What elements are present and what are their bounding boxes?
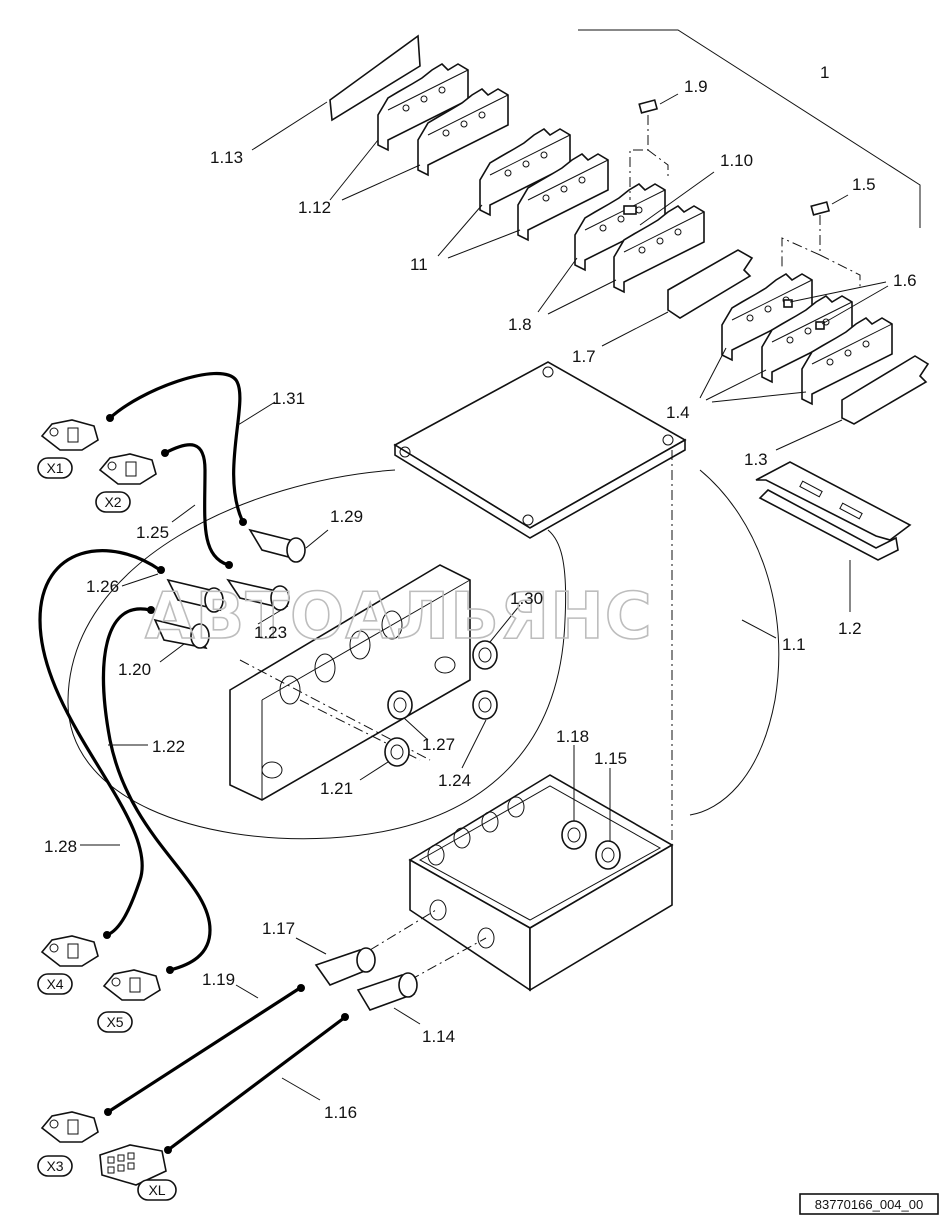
cables (38, 371, 349, 1154)
part-1-3-end-plate (775, 355, 930, 451)
part-cable-glands (153, 528, 329, 663)
label-1-31: 1.31 (272, 389, 305, 408)
connector-tags: X1 X2 X4 X5 X3 XL (37, 457, 177, 1201)
label-1-24: 1.24 (438, 771, 471, 790)
label-1-21: 1.21 (320, 779, 353, 798)
part-nuts (359, 604, 521, 781)
watermark: АВТОАЛЬЯНС (145, 580, 653, 654)
drawing-reference: 83770166_004_00 (799, 1193, 939, 1215)
label-1-16: 1.16 (324, 1103, 357, 1122)
part-1-13-plate (251, 34, 421, 151)
label-1-15: 1.15 (594, 749, 627, 768)
label-1-1: 1.1 (782, 635, 806, 654)
part-1-9-jumper (623, 93, 715, 226)
label-1-29: 1.29 (330, 507, 363, 526)
part-cover-plate (393, 361, 777, 840)
label-1-19: 1.19 (202, 970, 235, 989)
label-1-22: 1.22 (152, 737, 185, 756)
cable-1-28 (38, 549, 161, 937)
label-1-12: 1.12 (298, 198, 331, 217)
group-outline-right (689, 469, 780, 816)
tag-x3: X3 (46, 1158, 63, 1174)
cable-1-31 (108, 371, 244, 521)
part-1-4-terminal-blocks (699, 272, 893, 406)
label-1-17: 1.17 (262, 919, 295, 938)
cable-1-16 (167, 1016, 345, 1152)
label-1-26: 1.26 (86, 577, 119, 596)
label-1-18: 1.18 (556, 727, 589, 746)
label-1-30: 1.30 (510, 589, 543, 608)
part-11-terminal-blocks (437, 127, 609, 259)
part-mounting-panel (229, 564, 471, 801)
label-1-28: 1.28 (44, 837, 77, 856)
cable-1-19 (107, 986, 301, 1114)
label-1-6: 1.6 (893, 271, 917, 290)
part-cable-glands-lower (295, 937, 421, 1025)
tag-x5: X5 (106, 1014, 123, 1030)
part-1-7-end-plate (601, 249, 754, 347)
drawing-reference-number: 83770166_004_00 (815, 1197, 923, 1212)
label-1-5: 1.5 (852, 175, 876, 194)
label-1-27: 1.27 (422, 735, 455, 754)
cable-1-22 (101, 607, 212, 972)
tag-x1: X1 (46, 460, 63, 476)
label-1-8: 1.8 (508, 315, 532, 334)
part-1-12-terminal-blocks (329, 62, 509, 201)
label-1-25: 1.25 (136, 523, 169, 542)
label-1-20: 1.20 (118, 660, 151, 679)
connector-plugs (40, 419, 167, 1186)
tag-xl: XL (148, 1182, 165, 1198)
part-1-2-din-rail (755, 461, 912, 612)
label-1-2: 1.2 (838, 619, 862, 638)
group-outline (67, 469, 567, 840)
label-1: 1 (820, 63, 829, 82)
label-1-7: 1.7 (572, 347, 596, 366)
label-1-14: 1.14 (422, 1027, 455, 1046)
tag-x4: X4 (46, 976, 63, 992)
tag-x2: X2 (104, 494, 121, 510)
label-1-4: 1.4 (666, 403, 690, 422)
label-1-10: 1.10 (720, 151, 753, 170)
assembly-bracket (578, 29, 921, 228)
label-1-9: 1.9 (684, 77, 708, 96)
label-11: 11 (410, 255, 428, 274)
label-1-13: 1.13 (210, 148, 243, 167)
part-1-8-terminal-blocks (537, 182, 705, 315)
part-labels: 1 1.9 1.13 1.10 1.5 1.12 11 1.6 1.8 1.7 … (44, 63, 917, 1122)
label-1-23: 1.23 (254, 623, 287, 642)
part-housing-box (369, 745, 674, 992)
cable-1-25 (164, 443, 229, 567)
part-1-5-jumper (781, 194, 861, 290)
label-1-3: 1.3 (744, 450, 768, 469)
